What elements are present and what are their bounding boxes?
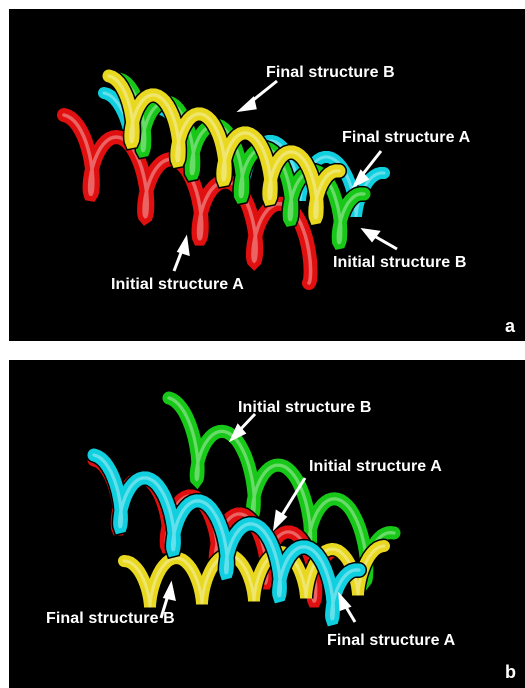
label-initial-structure-a: Initial structure A [309,458,442,476]
label-initial-structure-a: Initial structure A [111,276,244,294]
panel-b: Initial structure B Initial structure A … [9,360,525,688]
label-final-structure-a: Final structure A [342,129,470,147]
panel-a: Final structure B Final structure A Init… [9,9,525,341]
arrow-head-initial-a-a [179,239,188,254]
panel-tag-a: a [505,316,515,337]
arrow-head-final-b-a [241,99,255,110]
label-final-structure-a: Final structure A [327,632,455,650]
label-final-structure-b: Final structure B [266,64,395,82]
label-initial-structure-b: Initial structure B [333,254,466,272]
panel-tag-b: b [505,662,516,683]
helix-group-a [64,76,384,283]
helix-render-a [9,9,525,341]
label-final-structure-b: Final structure B [46,610,175,628]
arrow-head-final-a-b [340,596,349,609]
label-initial-structure-b: Initial structure B [238,399,371,417]
arrow-head-final-b-b [165,585,174,599]
